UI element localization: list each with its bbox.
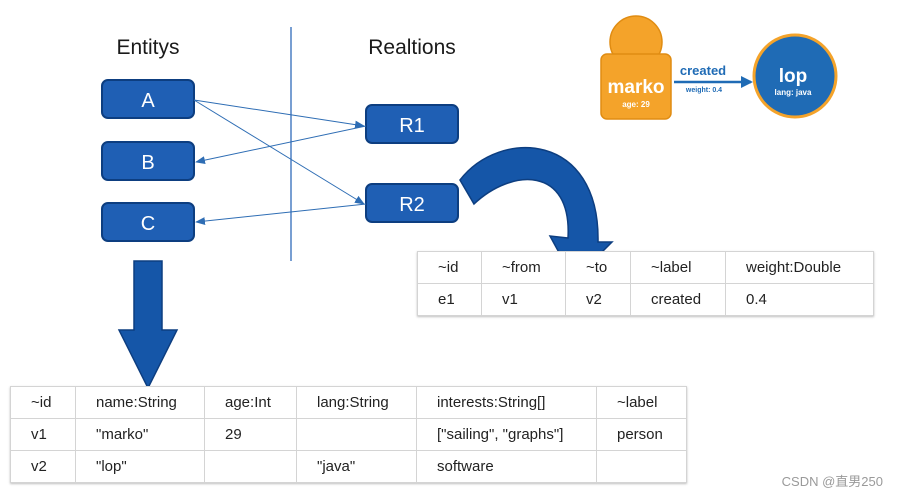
- header-cell: age:Int: [204, 386, 297, 419]
- person-body: [600, 53, 672, 120]
- entity-node-b: B: [101, 141, 195, 181]
- target-vertex-circle: [752, 33, 838, 119]
- table-cell: e1: [417, 283, 482, 316]
- vertex-table: ~id name:String age:Int lang:String inte…: [10, 386, 687, 483]
- table-cell: "lop": [75, 450, 205, 483]
- entity-node-a: A: [101, 79, 195, 119]
- header-cell: ~id: [417, 251, 482, 284]
- relation-label-r1: R1: [399, 115, 425, 137]
- target-vertex-prop: lang: java: [775, 88, 812, 97]
- table-cell: [296, 418, 417, 451]
- table-cell: software: [416, 450, 597, 483]
- edge-prop: weight: 0.4: [685, 87, 722, 94]
- entities-heading: Entitys: [116, 36, 179, 59]
- arrow-r2-to-c: [195, 203, 367, 226]
- header-cell: ~to: [565, 251, 631, 284]
- edge-label: created: [680, 63, 726, 78]
- table-cell: ["sailing", "graphs"]: [416, 418, 597, 451]
- graph-example: marko age: 29 created weight: 0.4 lop la…: [600, 15, 838, 120]
- down-arrow: [117, 260, 179, 390]
- target-vertex-name: lop: [779, 66, 808, 87]
- header-cell: name:String: [75, 386, 205, 419]
- header-cell: ~label: [630, 251, 726, 284]
- arrow-a-to-r2: [193, 99, 365, 205]
- relation-node-r2: R2: [365, 183, 459, 223]
- header-cell: weight:Double: [725, 251, 874, 284]
- relation-node-r1: R1: [365, 104, 459, 144]
- table-row: e1 v1 v2 created 0.4: [417, 283, 874, 316]
- table-row: v2 "lop" "java" software: [10, 450, 687, 483]
- entity-node-c: C: [101, 202, 195, 242]
- table-cell: created: [630, 283, 726, 316]
- source-vertex-prop: age: 29: [622, 100, 650, 109]
- entity-label-a: A: [141, 90, 155, 112]
- table-cell: "java": [296, 450, 417, 483]
- source-vertex-name: marko: [607, 77, 664, 98]
- entity-label-c: C: [141, 213, 155, 235]
- header-cell: ~from: [481, 251, 566, 284]
- table-header-row: ~id ~from ~to ~label weight:Double: [417, 251, 874, 284]
- watermark: CSDN @直男250: [781, 474, 883, 489]
- table-header-row: ~id name:String age:Int lang:String inte…: [10, 386, 687, 419]
- relation-label-r2: R2: [399, 194, 425, 216]
- table-cell: [596, 450, 687, 483]
- table-cell: 29: [204, 418, 297, 451]
- arrow-r1-to-b: [195, 125, 367, 165]
- table-cell: v1: [481, 283, 566, 316]
- table-cell: [204, 450, 297, 483]
- relations-heading: Realtions: [368, 36, 456, 59]
- header-cell: ~id: [10, 386, 76, 419]
- table-cell: v1: [10, 418, 76, 451]
- header-cell: lang:String: [296, 386, 417, 419]
- table-cell: person: [596, 418, 687, 451]
- entity-label-b: B: [141, 152, 154, 174]
- header-cell: ~label: [596, 386, 687, 419]
- table-cell: 0.4: [725, 283, 874, 316]
- table-cell: "marko": [75, 418, 205, 451]
- edge-table: ~id ~from ~to ~label weight:Double e1 v1…: [417, 251, 874, 316]
- arrow-a-to-r1: [193, 99, 365, 129]
- curved-arrow: [459, 146, 614, 282]
- header-cell: interests:String[]: [416, 386, 597, 419]
- table-cell: v2: [10, 450, 76, 483]
- table-cell: v2: [565, 283, 631, 316]
- table-row: v1 "marko" 29 ["sailing", "graphs"] pers…: [10, 418, 687, 451]
